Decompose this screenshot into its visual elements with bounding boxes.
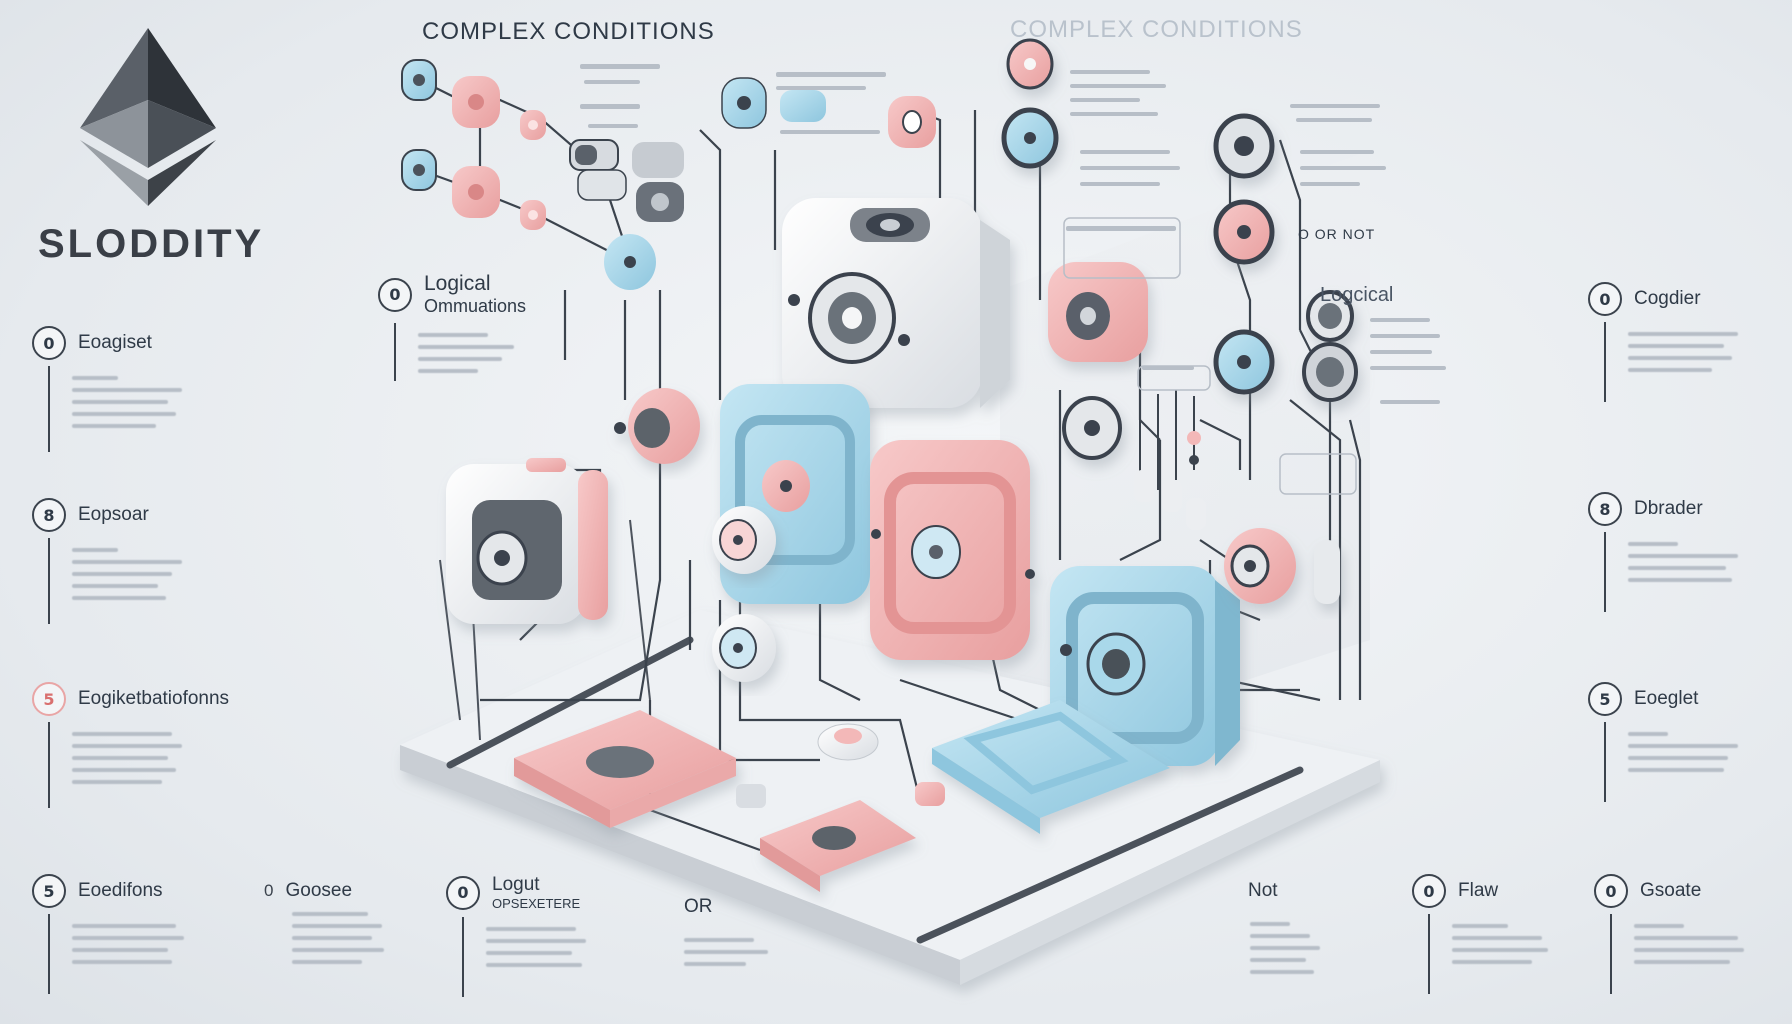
logical-label-right: Logcical <box>1320 284 1394 306</box>
slider-cluster <box>1134 390 1206 530</box>
ethereum-diamond-icon <box>80 28 216 206</box>
right-step-1: 0 Cogdier <box>1588 282 1738 402</box>
o-or-not-label: O OR NOT <box>1298 226 1376 242</box>
not-label: Not <box>1248 880 1278 901</box>
pink-round-node-right <box>1224 528 1340 604</box>
step-badge: 0 <box>32 326 66 360</box>
step-badge: 8 <box>32 498 66 532</box>
pink-cube-node-right <box>1048 262 1148 362</box>
right-step-2: 8 Dbrader <box>1588 492 1738 612</box>
step-name: Eoeglet <box>1634 688 1699 709</box>
step-badge: 8 <box>1588 492 1622 526</box>
white-round-node-lower <box>712 614 776 682</box>
pink-round-node <box>614 388 700 464</box>
or-label: OR <box>684 896 713 917</box>
step-sub: OPSEXETERE <box>492 896 581 911</box>
step-name: Eopsoar <box>78 504 149 525</box>
step-badge: 5 <box>32 874 66 908</box>
step-badge: 0 <box>1412 874 1446 908</box>
bottom-step-3: 0 Flaw <box>1412 874 1548 994</box>
left-step-4: 5 Eoedifons <box>32 874 184 994</box>
logical-ops-line1: Logical <box>424 272 491 295</box>
step-name: Logut <box>492 874 540 895</box>
step-name: Flaw <box>1458 880 1499 901</box>
step-name: Gsoate <box>1640 880 1702 901</box>
right-step-4: 0 Gsoate <box>1594 874 1744 994</box>
toggle-cluster <box>569 77 936 222</box>
step-name: Dbrader <box>1634 498 1703 519</box>
logical-ops-label: 0 Logical Ommuations <box>378 272 526 381</box>
step-badge: 0 <box>264 881 274 900</box>
ghost-title: COMPLEX CONDITIONS <box>1010 16 1303 43</box>
left-step-1: 0 Eoagiset <box>32 326 182 452</box>
left-step-2: 8 Eopsoar <box>32 498 182 624</box>
step-name: Cogdier <box>1634 288 1701 309</box>
base-platform <box>400 610 1380 985</box>
platform-tiles <box>514 700 1170 892</box>
bottom-step-1: 0 Goosee <box>264 880 384 964</box>
step-name: Goosee <box>285 880 353 901</box>
left-step-3: 5 Eogiketbatiofonns <box>32 682 229 808</box>
page-title: COMPLEX CONDITIONS <box>422 18 715 45</box>
ring-node-column <box>1001 38 1358 460</box>
brand-name: SLODDITY <box>38 222 265 266</box>
white-round-node-upper <box>712 506 776 574</box>
step-badge: 0 <box>378 277 412 312</box>
step-badge: 5 <box>1588 682 1622 716</box>
bottom-step-2: 0 Logut OPSEXETERE <box>446 874 586 997</box>
step-badge: 5 <box>32 682 66 716</box>
step-badge: 0 <box>1594 874 1628 908</box>
step-badge: 0 <box>446 875 480 910</box>
step-name: Eoagiset <box>78 332 152 353</box>
ghost-text-bars <box>580 64 1446 404</box>
right-step-3: 5 Eoeglet <box>1588 682 1738 802</box>
pink-block-node <box>870 440 1035 660</box>
blue-cube-node-right <box>1050 566 1240 766</box>
white-small-cube-node <box>446 458 608 624</box>
step-badge: 0 <box>1588 282 1622 316</box>
node-cluster-top-left <box>401 59 656 290</box>
step-name: Eoedifons <box>78 880 163 901</box>
logical-ops-line2: Ommuations <box>424 296 527 316</box>
step-name: Eogiketbatiofonns <box>78 688 230 709</box>
white-cube-node <box>782 198 1010 408</box>
